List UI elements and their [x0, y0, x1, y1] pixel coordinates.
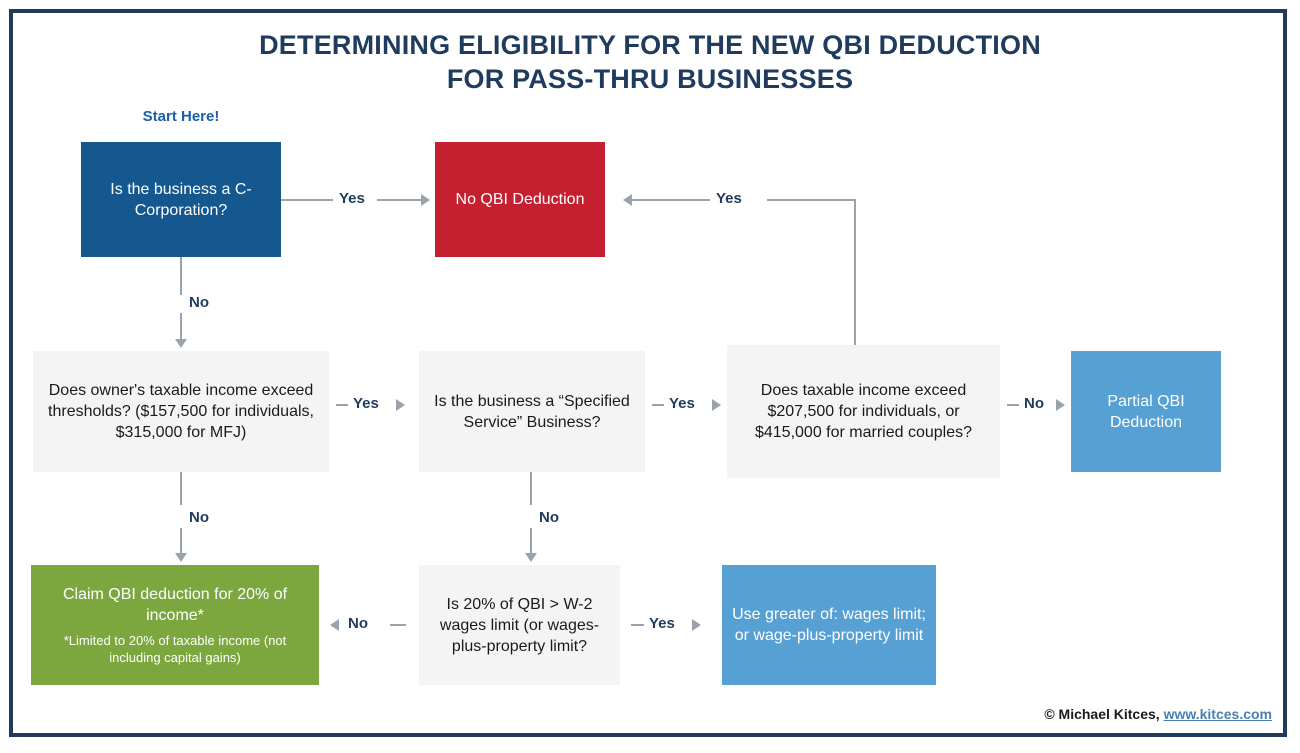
arrow-down-icon	[525, 553, 537, 562]
node-wages-limit-text: Is 20% of QBI > W-2 wages limit (or wage…	[439, 595, 600, 655]
node-no-qbi-deduction-text: No QBI Deduction	[455, 191, 585, 208]
edge-line-income-cap-yes-vertical	[854, 199, 856, 345]
footer-credit-text: © Michael Kitces,	[1044, 706, 1164, 722]
edge-line-specified-service-yes-left	[652, 404, 664, 406]
arrow-down-icon	[175, 339, 187, 348]
node-is-c-corporation-text: Is the business a C-Corporation?	[110, 180, 252, 219]
arrow-left-icon	[330, 619, 339, 631]
edge-label-specified-service-yes: Yes	[669, 395, 695, 412]
edge-label-thresholds-no: No	[189, 509, 209, 526]
edge-label-thresholds-yes: Yes	[353, 395, 379, 412]
footer-link[interactable]: www.kitces.com	[1163, 706, 1272, 722]
node-claim-qbi-deduction-footnote: *Limited to 20% of taxable income (not i…	[63, 633, 287, 665]
arrow-right-icon	[396, 399, 405, 411]
edge-line-wages-limit-no	[390, 624, 406, 626]
edge-line-specified-service-no-bottom	[530, 528, 532, 553]
node-no-qbi-deduction[interactable]: No QBI Deduction	[435, 142, 605, 257]
edge-label-wages-limit-yes: Yes	[649, 615, 675, 632]
edge-line-c-corp-yes-right	[377, 199, 421, 201]
node-partial-qbi-deduction-text: Partial QBI Deduction	[1107, 392, 1185, 431]
edge-label-wages-limit-no: No	[348, 615, 368, 632]
arrow-down-icon	[175, 553, 187, 562]
edge-line-wages-limit-yes-left	[631, 624, 644, 626]
node-income-cap[interactable]: Does taxable income exceed $207,500 for …	[727, 345, 1000, 478]
edge-line-c-corp-yes-left	[281, 199, 333, 201]
arrow-right-icon	[692, 619, 701, 631]
edge-line-specified-service-no-top	[530, 472, 532, 505]
arrow-left-icon	[623, 194, 632, 206]
node-use-greater-of-text: Use greater of: wages limit; or wage-plu…	[732, 606, 926, 644]
node-is-c-corporation[interactable]: Is the business a C-Corporation?	[81, 142, 281, 257]
arrow-right-icon	[421, 194, 430, 206]
edge-line-income-cap-no-left	[1007, 404, 1019, 406]
start-here-label: Start Here!	[142, 108, 220, 125]
node-thresholds[interactable]: Does owner's taxable income exceed thres…	[33, 351, 329, 472]
node-specified-service-text: Is the business a “Specified Service” Bu…	[434, 392, 630, 431]
node-claim-qbi-deduction[interactable]: Claim QBI deduction for 20% of income* *…	[31, 565, 319, 685]
node-wages-limit[interactable]: Is 20% of QBI > W-2 wages limit (or wage…	[419, 565, 620, 685]
edge-label-c-corp-yes: Yes	[339, 190, 365, 207]
page-title: DETERMINING ELIGIBILITY FOR THE NEW QBI …	[100, 28, 1200, 96]
edge-line-c-corp-no-top	[180, 257, 182, 295]
node-specified-service[interactable]: Is the business a “Specified Service” Bu…	[419, 351, 645, 472]
edge-line-thresholds-yes-left	[336, 404, 348, 406]
page-title-line-2: FOR PASS-THRU BUSINESSES	[446, 64, 854, 94]
page-title-line-1: DETERMINING ELIGIBILITY FOR THE NEW QBI …	[259, 30, 1041, 60]
node-partial-qbi-deduction[interactable]: Partial QBI Deduction	[1071, 351, 1221, 472]
edge-line-income-cap-yes-horizontal-right	[767, 199, 856, 201]
edge-label-specified-service-no: No	[539, 509, 559, 526]
node-use-greater-of[interactable]: Use greater of: wages limit; or wage-plu…	[722, 565, 936, 685]
edge-line-thresholds-no-top	[180, 472, 182, 505]
edge-line-income-cap-yes-horizontal-left	[632, 199, 710, 201]
edge-label-c-corp-no: No	[189, 294, 209, 311]
edge-label-income-cap-yes: Yes	[716, 190, 742, 207]
node-income-cap-text: Does taxable income exceed $207,500 for …	[754, 382, 973, 441]
arrow-right-icon	[712, 399, 721, 411]
footer-credit: © Michael Kitces, www.kitces.com	[1044, 706, 1272, 722]
node-thresholds-text: Does owner's taxable income exceed thres…	[48, 382, 314, 441]
edge-label-income-cap-no: No	[1024, 395, 1044, 412]
edge-line-thresholds-no-bottom	[180, 528, 182, 553]
node-claim-qbi-deduction-text: Claim QBI deduction for 20% of income*	[62, 586, 288, 624]
arrow-right-icon	[1056, 399, 1065, 411]
edge-line-c-corp-no-bottom	[180, 313, 182, 339]
